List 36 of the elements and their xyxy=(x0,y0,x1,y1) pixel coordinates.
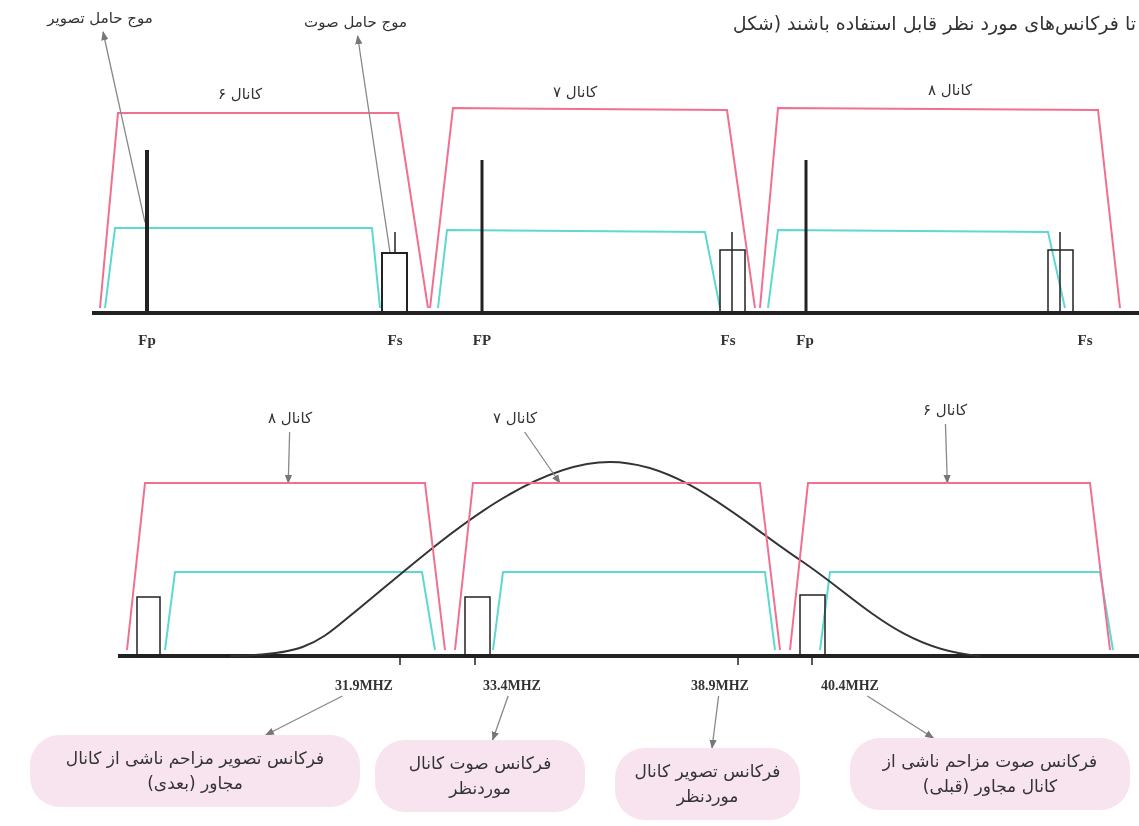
callout-text: فرکانس صوت مزاحم ناشی از کانال مجاور (قبلی) xyxy=(850,738,1130,810)
callout-text: فرکانس تصویر کانال موردنظر xyxy=(615,748,800,820)
leader-line xyxy=(491,695,509,741)
callout-text: کانال ۷ xyxy=(475,404,555,432)
frequency-label: 33.4MHZ xyxy=(462,674,562,696)
leader-line xyxy=(709,695,720,749)
callout-text: موج حامل تصویر xyxy=(15,4,185,32)
leader-line xyxy=(101,31,146,224)
callout-text: کانال ۶ xyxy=(905,396,985,424)
frequency-label: Fs xyxy=(1076,330,1094,350)
callout-text: کانال ۸ xyxy=(250,404,330,432)
frequency-label: 38.9MHZ xyxy=(668,674,772,696)
leader-line xyxy=(264,695,344,736)
frequency-label: Fs xyxy=(719,330,737,350)
leader-line xyxy=(524,431,561,484)
sound-carrier-box xyxy=(381,252,408,313)
callout-text: موج حامل صوت xyxy=(278,8,433,36)
leader-line xyxy=(943,423,951,484)
heading-text: تا فرکانس‌های مورد نظر قابل استفاده باشند (شکل xyxy=(731,10,1136,37)
frequency-label: Fp xyxy=(795,330,815,350)
channel-label: کانال ۶ xyxy=(216,83,264,105)
frequency-label: 31.9MHZ xyxy=(318,674,410,696)
callout-text: فرکانس صوت کانال موردنظر xyxy=(375,740,585,812)
channel-label: کانال ۷ xyxy=(551,81,599,103)
channel-band-trapezoid xyxy=(127,483,445,650)
callout-text: فرکانس تصویر مزاحم ناشی از کانال مجاور (بعدی) xyxy=(30,735,360,807)
frequency-label: FP xyxy=(471,330,493,350)
channel-band-trapezoid xyxy=(455,483,780,650)
channel-band-trapezoid xyxy=(790,483,1110,650)
channel-label: کانال ۸ xyxy=(926,79,974,101)
frequency-label: Fs xyxy=(386,330,404,350)
leader-line xyxy=(866,695,935,739)
leader-line xyxy=(355,35,391,253)
leader-line xyxy=(284,431,293,484)
frequency-label: 40.4MHZ xyxy=(798,674,902,696)
frequency-label: Fp xyxy=(137,330,157,350)
